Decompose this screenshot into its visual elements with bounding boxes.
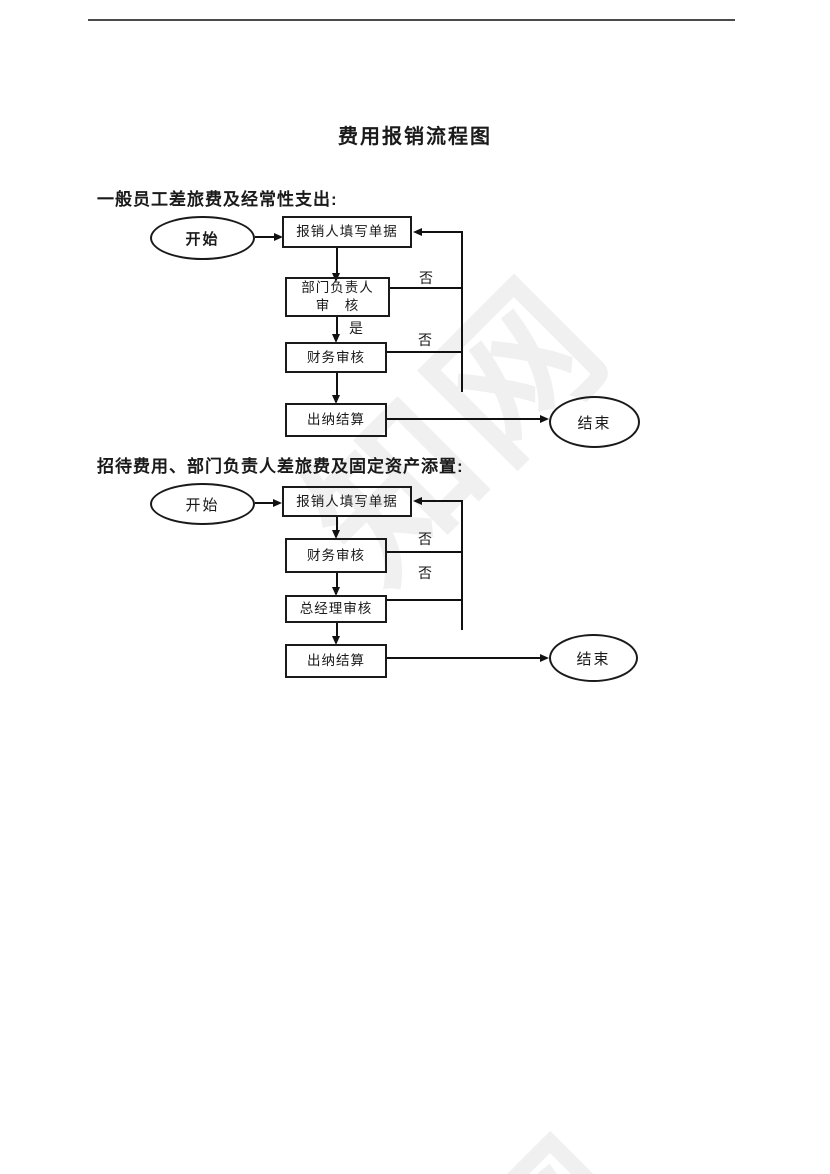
flow1-no-connector-1	[390, 287, 461, 289]
section1-heading: 一般员工差旅费及经常性支出:	[97, 190, 338, 209]
flow2-box-fill-label: 报销人填写单据	[296, 493, 398, 509]
flow2-connector-3	[336, 623, 338, 637]
flow2-box-gm-label: 总经理审核	[299, 601, 373, 616]
flow2-box-finance-label: 财务审核	[307, 547, 365, 563]
flow2-no-connector-2	[387, 599, 461, 601]
page-title: 费用报销流程图	[338, 126, 492, 148]
flow2-start-ellipse: 开始	[150, 483, 255, 525]
flow1-box-dept-line2: 审 核	[315, 298, 360, 313]
flow2-connector-2	[336, 573, 338, 588]
watermark-center: 知网	[277, 247, 642, 612]
flow2-connector-1	[336, 517, 338, 531]
flow1-connector-3	[336, 373, 338, 396]
flow2-box-gm: 总经理审核	[285, 595, 387, 623]
flow2-arrowhead-down-1-icon	[332, 530, 340, 539]
flow2-return-line	[461, 500, 463, 630]
flow2-no-label-2: 否	[418, 565, 433, 581]
flow2-no-label-1: 否	[418, 531, 433, 547]
flow2-return-arrowhead-icon	[413, 497, 422, 505]
flow1-no-label-1: 否	[419, 270, 434, 286]
flow1-box-cashier: 出纳结算	[285, 403, 387, 437]
flow1-end-connector	[387, 418, 541, 420]
header-rule	[88, 19, 735, 21]
flow2-box-cashier-label: 出纳结算	[307, 653, 365, 668]
flow1-return-connector	[421, 231, 462, 233]
flow1-box-dept-line1: 部门负责人	[301, 280, 374, 295]
flow1-box-cashier-label: 出纳结算	[307, 412, 365, 427]
flow2-return-connector	[421, 500, 462, 502]
flow1-yes-label: 是	[349, 320, 364, 336]
flow1-end-ellipse: 结束	[549, 396, 640, 448]
flow1-return-line	[461, 231, 463, 392]
flow2-box-finance: 财务审核	[285, 538, 387, 573]
flow1-box-finance: 财务审核	[285, 342, 387, 373]
section2-heading: 招待费用、部门负责人差旅费及固定资产添置:	[97, 457, 464, 476]
flow1-box-finance-label: 财务审核	[307, 349, 365, 365]
flow2-box-cashier: 出纳结算	[285, 644, 387, 678]
flow1-start-connector	[255, 236, 276, 238]
flow2-box-fill: 报销人填写单据	[282, 486, 412, 517]
flow2-end-ellipse: 结束	[549, 634, 638, 682]
flow1-return-arrowhead-icon	[413, 228, 422, 236]
flow1-arrowhead-down-3-icon	[332, 395, 340, 404]
flow2-arrowhead-down-2-icon	[332, 587, 340, 596]
flow2-end-connector	[387, 657, 541, 659]
flow2-no-connector-1	[387, 551, 461, 553]
watermark-bottom: 知网	[264, 1042, 717, 1174]
flow1-arrowhead-down-2-icon	[332, 334, 340, 343]
flow1-connector-1	[336, 248, 338, 275]
flow1-box-fill: 报销人填写单据	[282, 216, 412, 248]
flow1-box-fill-label: 报销人填写单据	[296, 224, 398, 239]
flow1-arrowhead-right-icon	[274, 233, 283, 241]
flow1-box-dept: 部门负责人 审 核	[285, 277, 390, 317]
flow2-end-arrowhead-icon	[540, 654, 549, 662]
flow2-arrowhead-right-icon	[273, 499, 282, 507]
flow2-start-connector	[255, 502, 274, 504]
flow2-arrowhead-down-3-icon	[332, 636, 340, 645]
flow1-start-ellipse: 开始	[150, 216, 255, 260]
flow1-no-connector-2	[387, 351, 461, 353]
flow1-no-label-2: 否	[418, 332, 433, 348]
flow1-connector-2	[336, 317, 338, 335]
flow1-end-arrowhead-icon	[540, 415, 549, 423]
